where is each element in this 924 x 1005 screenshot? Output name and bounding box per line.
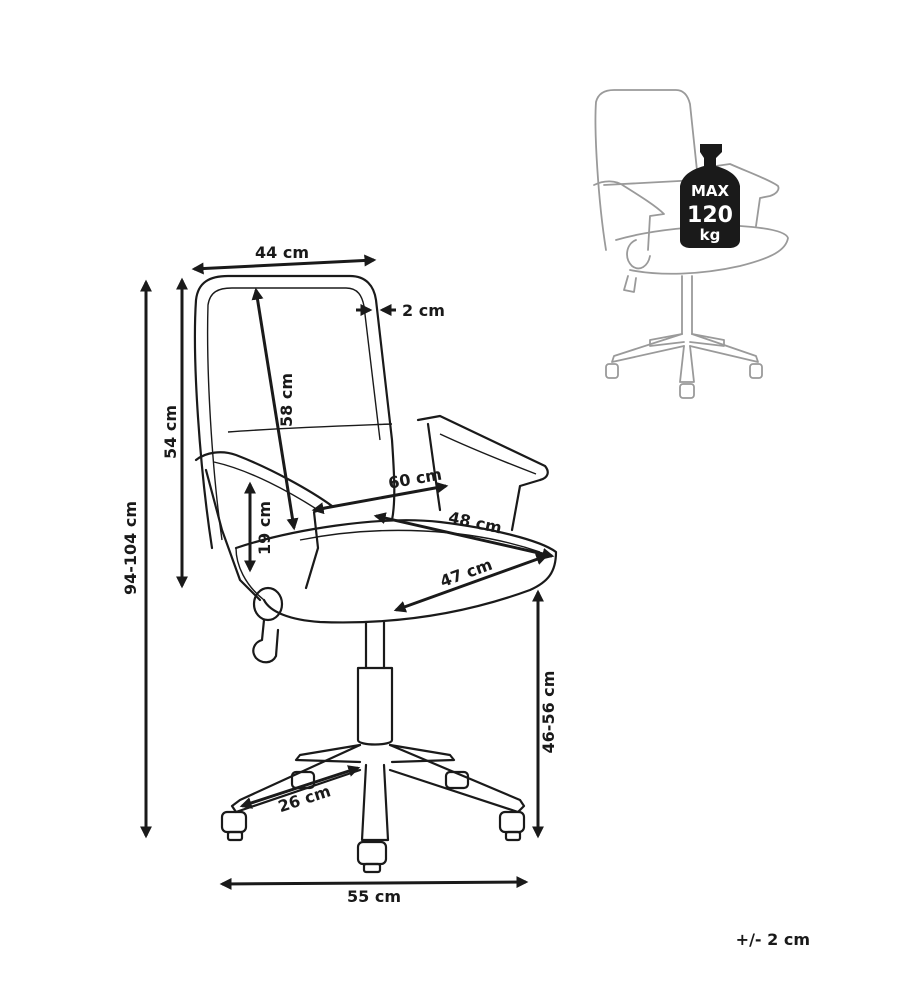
label-arm-height: 19 cm [255,501,274,555]
label-base-width: 55 cm [347,887,401,906]
weight-badge: MAX 120 kg [680,144,740,248]
dimension-arrows [140,254,555,890]
chair-drawing [193,274,558,874]
label-seat-height: 46-56 cm [539,671,558,754]
weight-badge-value: 120 [687,203,733,228]
weight-badge-unit: kg [700,226,721,244]
label-back-height: 54 cm [161,405,180,459]
weight-badge-max: MAX [691,182,730,200]
label-backrest-width: 44 cm [255,243,309,262]
tolerance-note: +/- 2 cm [736,930,810,949]
label-backrest-height: 58 cm [277,373,296,427]
label-frame-thickness: 2 cm [402,301,445,320]
label-total-height: 94-104 cm [121,501,140,595]
